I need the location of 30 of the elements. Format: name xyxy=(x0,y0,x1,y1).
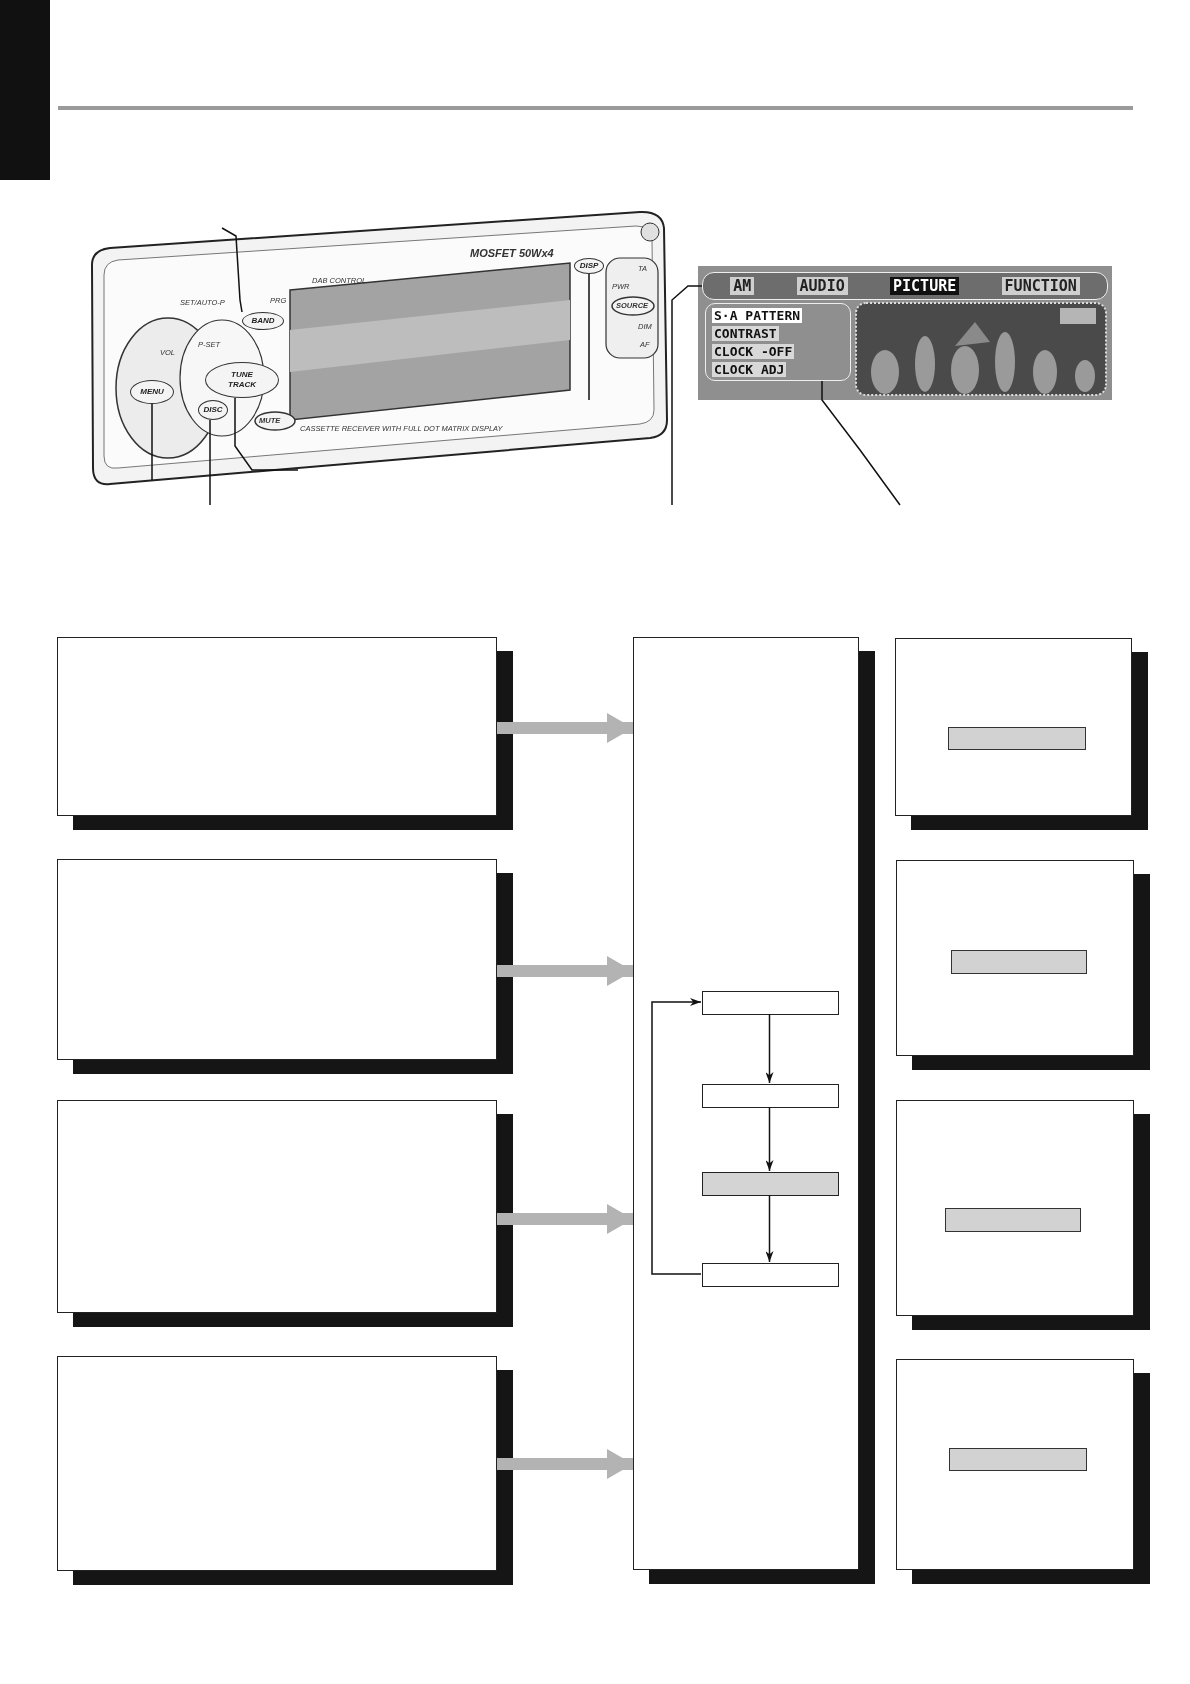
arrow xyxy=(497,1449,633,1479)
leader-line xyxy=(588,273,590,401)
menu-tab-bar xyxy=(702,272,1108,300)
flow-box xyxy=(702,1172,839,1196)
leader-line xyxy=(221,227,243,313)
arrow xyxy=(497,956,633,986)
leader-line xyxy=(671,285,703,506)
display-bar xyxy=(951,950,1087,974)
menu-tab: AM xyxy=(730,277,755,295)
panel-text: MOSFET 50Wx4 xyxy=(470,246,554,260)
arrow xyxy=(651,998,702,1275)
flow-box xyxy=(702,991,839,1015)
arrow xyxy=(497,713,633,743)
menu-list xyxy=(705,303,851,381)
leader-line xyxy=(234,397,299,471)
arrow xyxy=(765,1013,774,1084)
flow-box xyxy=(702,1084,839,1108)
display-bar xyxy=(945,1208,1081,1232)
menu-tab: PICTURE xyxy=(890,277,960,295)
menu-tab: FUNCTION xyxy=(1001,277,1080,295)
arrow xyxy=(765,1194,774,1263)
display-bar xyxy=(948,727,1086,750)
flow-box xyxy=(702,1263,839,1287)
leader-line xyxy=(209,419,211,506)
menu-tab: AUDIO xyxy=(796,277,848,295)
leader-line xyxy=(821,380,901,506)
leader-line xyxy=(151,403,153,481)
display-bar xyxy=(949,1448,1087,1471)
arrow xyxy=(765,1106,774,1172)
arrow xyxy=(497,1204,633,1234)
